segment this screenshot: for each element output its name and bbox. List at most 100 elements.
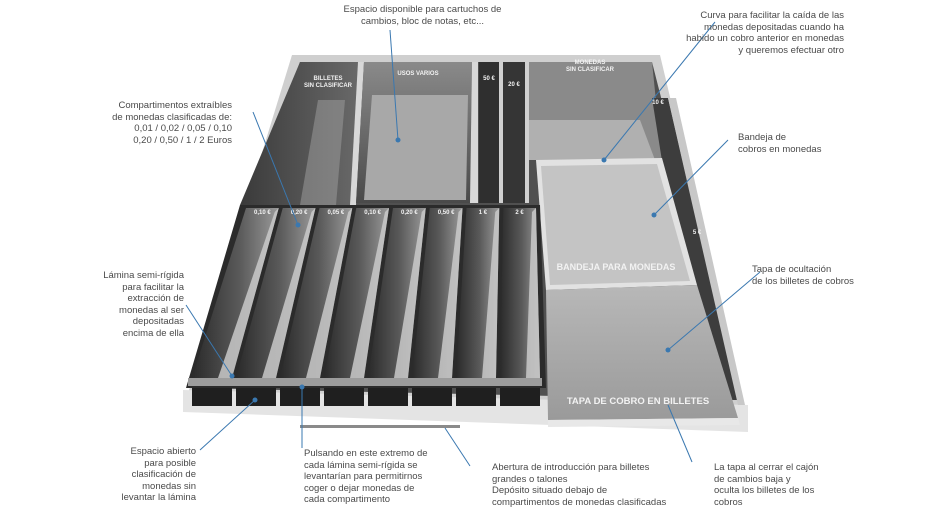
- coin-slot-label: 0,05 €: [328, 210, 345, 216]
- note-line: 0,01 / 0,02 / 0,05 / 0,10: [134, 123, 232, 134]
- leader-abertura: [444, 427, 471, 467]
- dot-bandeja: [651, 212, 657, 218]
- note-line: Depósito situado debajo de: [492, 485, 608, 496]
- label-billetes-1: BILLETES: [313, 76, 342, 82]
- lamina-strip: [188, 378, 542, 386]
- note-line: Espacio abierto: [130, 446, 196, 457]
- dot-espacio: [395, 137, 401, 143]
- note-line: grandes o talones: [492, 473, 568, 485]
- note-line: encima de ella: [122, 327, 184, 339]
- coin-slot-label: 0,10 €: [364, 210, 381, 216]
- label-coin-50: 50 €: [483, 76, 495, 82]
- coin-slot-lamina: [394, 208, 426, 378]
- slot-50: [479, 62, 499, 203]
- billetes-separators: [300, 100, 345, 205]
- note-curva: Curva para facilitar la caída de las mon…: [682, 10, 844, 56]
- leader-tapa-cerrar: [667, 404, 693, 463]
- note-line: La tapa al cerrar el cajón: [714, 462, 819, 473]
- note-line: Compartimentos extraíbles: [118, 100, 232, 111]
- leader-bandeja: [653, 139, 729, 216]
- coin-slot-lamina: [262, 208, 316, 378]
- front-box: [192, 388, 232, 406]
- label-usos-varios: USOS VARIOS: [397, 71, 438, 77]
- coin-slot-label: 0,20 €: [291, 210, 308, 216]
- note-abertura: Abertura de introducción para billetes g…: [492, 462, 672, 508]
- front-box: [412, 388, 452, 406]
- label-billetes-2: SIN CLASIFICAR: [304, 83, 353, 89]
- note-line: compartimentos de monedas clasificadas: [492, 496, 667, 508]
- note-line: oculta los billetes de los: [714, 485, 815, 496]
- usos-varios-floor: [364, 95, 468, 200]
- note-line: y queremos efectuar otro: [738, 44, 844, 56]
- coin-slot-lamina: [306, 208, 353, 378]
- label-coin-5: 5 €: [693, 230, 702, 236]
- dot-curva: [601, 157, 607, 163]
- usos-varios-divider-wall: [470, 62, 478, 203]
- note-line: Tapa de ocultación: [752, 264, 832, 275]
- coin-slot-lamina: [438, 208, 463, 378]
- note-espacio-top: Espacio disponible para cartuchos de cam…: [340, 4, 505, 27]
- note-line: monedas al ser: [119, 304, 184, 316]
- front-box: [236, 388, 276, 406]
- front-box: [368, 388, 408, 406]
- note-compartimentos: Compartimentos extraíbles de monedas cla…: [102, 100, 232, 146]
- coin-slot-lamina: [482, 208, 500, 378]
- note-espacio-abierto: Espacio abierto para posible clasificaci…: [108, 446, 196, 504]
- note-line: cada lámina semi-rígida se: [304, 459, 418, 471]
- note-tapa-cerrar: La tapa al cerrar el cajón de cambios ba…: [714, 462, 834, 508]
- coin-slots-group: 0,10 €0,20 €0,05 €0,10 €0,20 €0,50 €1 €2…: [192, 208, 540, 378]
- note-line: Espacio disponible para cartuchos de: [343, 4, 502, 15]
- coin-slot-lamina: [218, 208, 279, 378]
- note-line: cobros: [714, 496, 743, 508]
- note-line: 0,20 / 0,50 / 1 / 2 Euros: [133, 134, 232, 146]
- dot-lamina: [229, 373, 235, 379]
- note-line: cada compartimento: [304, 494, 391, 505]
- leader-espacio-abierto: [199, 399, 256, 451]
- leader-lamina: [185, 304, 233, 377]
- note-line: para facilitar la: [122, 281, 184, 293]
- slot-50-divider: [499, 62, 503, 203]
- dot-pulsando: [299, 384, 305, 390]
- label-tapa: TAPA DE COBRO EN BILLETES: [567, 396, 709, 407]
- coin-slot-label: 0,50 €: [438, 210, 455, 216]
- label-coin-20: 20 €: [508, 82, 520, 88]
- tapa-lid-edge: [548, 418, 740, 427]
- leader-curva: [603, 21, 716, 161]
- note-line: Abertura de introducción para billetes: [492, 462, 650, 473]
- note-line: extracción de: [127, 293, 184, 304]
- abertura-slot: [300, 425, 460, 428]
- note-line: cobros en monedas: [738, 143, 822, 155]
- leader-compartimentos: [252, 111, 299, 226]
- note-line: Bandeja de: [738, 132, 787, 143]
- note-line: de cambios baja y: [714, 473, 791, 485]
- leader-tapa-ocultacion: [667, 271, 761, 351]
- leader-dots: [229, 137, 671, 403]
- front-boxes-group: [192, 388, 540, 406]
- front-box: [324, 388, 364, 406]
- note-line: depositadas: [132, 316, 184, 327]
- coin-slot: [324, 208, 389, 378]
- coin-slot-label: 0,20 €: [401, 210, 418, 216]
- label-coin-10: 10 €: [652, 100, 664, 106]
- coin-slot-lamina: [350, 208, 389, 378]
- note-bandeja: Bandeja de cobros en monedas: [738, 132, 838, 155]
- note-line: coger o dejar monedas de: [304, 482, 415, 494]
- note-lamina: Lámina semi-rígida para facilitar la ext…: [96, 270, 184, 339]
- dot-espacio-abierto: [252, 397, 258, 403]
- slot-20-divider: [525, 62, 529, 203]
- note-line: habido un cobro anterior en monedas: [686, 33, 844, 44]
- note-line: Pulsando en este extremo de: [304, 448, 428, 459]
- front-box: [500, 388, 540, 406]
- note-line: Curva para facilitar la caída de las: [700, 10, 844, 21]
- dot-tapa-ocultacion: [665, 347, 671, 353]
- note-line: Lámina semi-rígida: [103, 270, 184, 281]
- label-monedas-2: SIN CLASIFICAR: [566, 67, 615, 73]
- label-monedas-1: MONEDAS: [575, 60, 606, 66]
- note-line: levantar la lámina: [121, 492, 196, 503]
- note-line: clasificación de: [131, 469, 196, 480]
- coin-slot-lamina: [526, 208, 540, 378]
- note-line: de los billetes de cobros: [752, 275, 854, 287]
- label-bandeja: BANDEJA PARA MONEDAS: [557, 262, 676, 272]
- note-line: levantarían para permitirnos: [304, 471, 423, 482]
